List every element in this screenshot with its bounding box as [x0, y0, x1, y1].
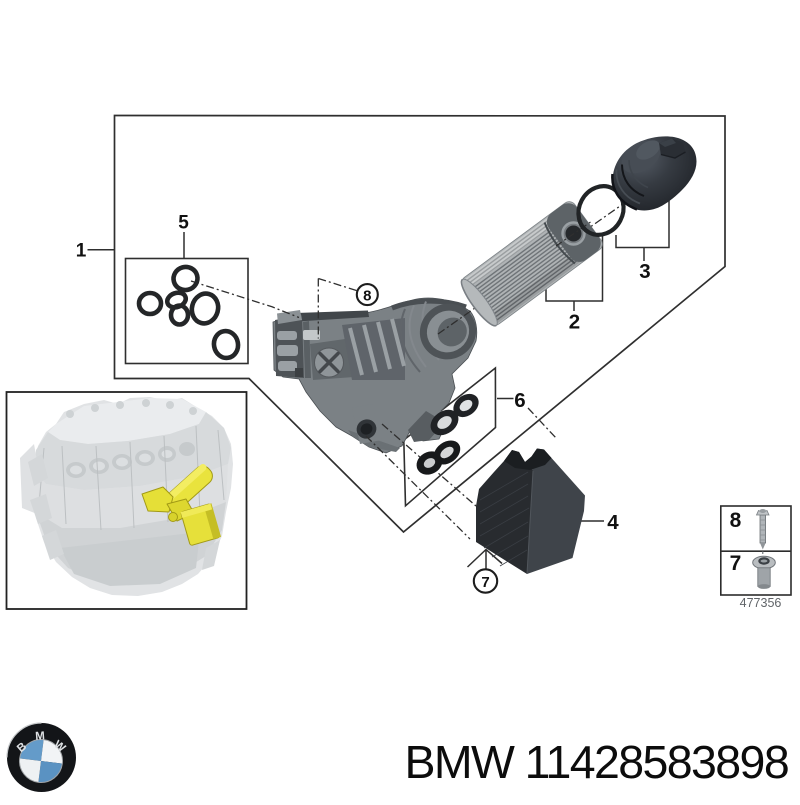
svg-text:477356: 477356 [740, 596, 782, 610]
svg-text:4: 4 [607, 511, 619, 534]
svg-text:BMW 11428583898: BMW 11428583898 [405, 736, 789, 788]
svg-text:5: 5 [178, 212, 189, 233]
svg-text:7: 7 [730, 552, 742, 575]
svg-text:1: 1 [76, 241, 87, 262]
svg-text:8: 8 [363, 287, 371, 304]
svg-text:8: 8 [730, 509, 742, 532]
svg-text:6: 6 [514, 389, 525, 412]
svg-text:M: M [35, 730, 45, 743]
svg-text:3: 3 [639, 260, 650, 283]
svg-text:2: 2 [569, 311, 580, 334]
svg-text:7: 7 [481, 574, 489, 591]
